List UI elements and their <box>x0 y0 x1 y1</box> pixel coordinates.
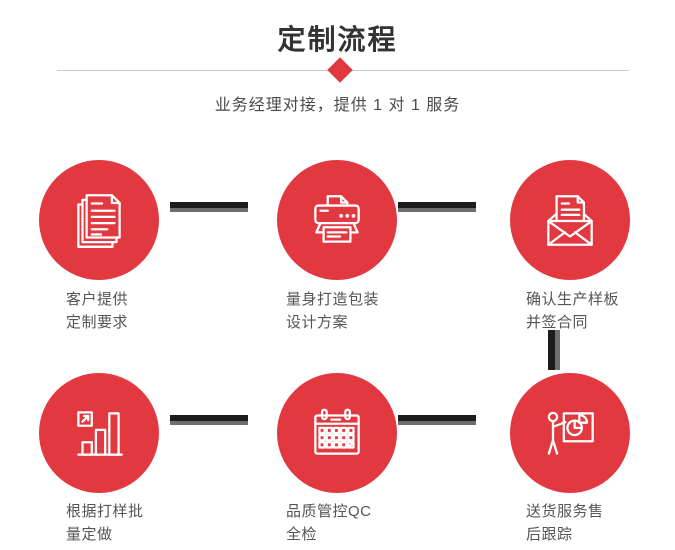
step-circle-2 <box>277 160 397 280</box>
step-label-5: 品质管控QC 全检 <box>286 500 372 546</box>
subtitle: 业务经理对接，提供 1 对 1 服务 <box>214 97 461 114</box>
connector-step1-step2 <box>170 202 248 212</box>
step-circle-4 <box>39 373 159 493</box>
connector-step2-step3 <box>398 202 476 212</box>
printer-icon <box>304 187 370 253</box>
step-label-3: 确认生产样板 并签合同 <box>526 288 619 334</box>
step-label-6: 送货服务售 后跟踪 <box>526 500 604 546</box>
connector-step4-step5 <box>170 415 248 425</box>
step-label-line: 定制要求 <box>66 314 129 331</box>
documents-icon <box>66 187 132 253</box>
step-label-line: 客户提供 <box>66 291 129 308</box>
step-label-line: 全检 <box>286 526 318 543</box>
step-label-line: 确认生产样板 <box>526 291 620 308</box>
step-label-line: 品质管控QC <box>286 503 372 520</box>
step-label-line: 后跟踪 <box>526 526 573 543</box>
bar-chart-icon <box>66 400 132 466</box>
step-label-line: 送货服务售 <box>526 503 604 520</box>
step-label-line: 并签合同 <box>526 314 589 331</box>
step-label-1: 客户提供 定制要求 <box>66 288 128 334</box>
step-label-line: 根据打样批 <box>66 503 144 520</box>
page-title: 定制流程 <box>277 24 398 55</box>
step-label-4: 根据打样批 量定做 <box>66 500 144 546</box>
step-label-line: 量身打造包装 <box>286 291 380 308</box>
step-circle-1 <box>39 160 159 280</box>
presentation-icon <box>537 400 603 466</box>
envelope-icon <box>537 187 603 253</box>
connector-step5-step6 <box>398 415 476 425</box>
step-circle-6 <box>510 373 630 493</box>
step-label-2: 量身打造包装 设计方案 <box>286 288 379 334</box>
calendar-icon <box>304 400 370 466</box>
step-label-line: 设计方案 <box>286 314 349 331</box>
diamond-icon <box>327 57 353 83</box>
step-circle-5 <box>277 373 397 493</box>
connector-step3-step6 <box>548 330 560 370</box>
step-circle-3 <box>510 160 630 280</box>
step-label-line: 量定做 <box>66 526 113 543</box>
